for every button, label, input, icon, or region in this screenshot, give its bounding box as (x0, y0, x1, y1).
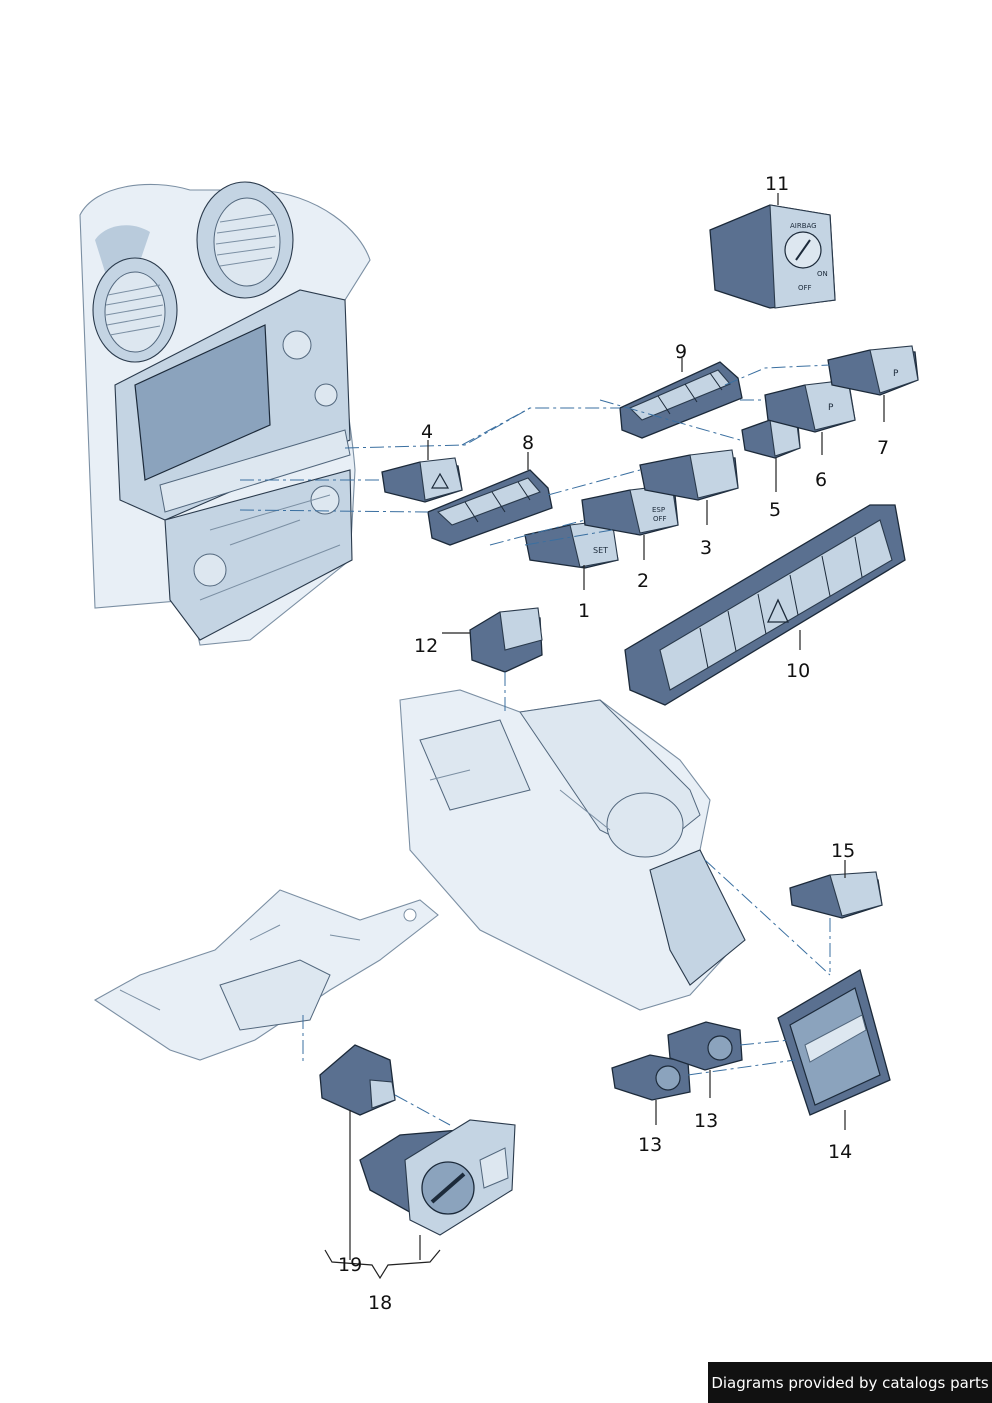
switch-1: SET (524, 519, 619, 569)
switch-frame-8 (427, 469, 553, 546)
airbag-switch-11: AIRBAG OFF ON (709, 204, 836, 309)
leader-lines (324, 193, 885, 1280)
callout-18: 18 (368, 1292, 392, 1314)
switch-7-p-label: P (893, 369, 899, 379)
thumbwheel-13b (667, 1021, 743, 1071)
center-console-tunnel (399, 689, 746, 1011)
airbag-off-label: OFF (798, 284, 812, 292)
thumbwheel-13a (611, 1054, 691, 1101)
seat-frame-bracket (93, 889, 439, 1061)
footer-credit: Diagrams provided by catalogs parts (708, 1362, 992, 1403)
callout-14: 14 (828, 1141, 852, 1163)
callout-4: 4 (421, 421, 433, 443)
assembly-lines (239, 364, 831, 1126)
callout-8: 8 (522, 432, 534, 454)
callout-5: 5 (769, 499, 781, 521)
callout-19: 19 (338, 1254, 362, 1276)
switch-15 (789, 871, 883, 919)
airbag-on-label: ON (817, 270, 828, 278)
switch-frame-9 (619, 361, 743, 439)
switch-strip-10 (624, 504, 906, 706)
switch-12 (469, 607, 543, 673)
callout-labels: 1 2 3 4 5 6 7 8 9 10 11 12 13 13 14 15 1… (338, 173, 889, 1314)
callout-12: 12 (414, 635, 438, 657)
switch-6: P (764, 379, 856, 433)
callout-7: 7 (877, 437, 889, 459)
callout-10: 10 (786, 660, 810, 682)
callout-11: 11 (765, 173, 789, 195)
switch-19 (319, 1044, 396, 1116)
callout-1: 1 (578, 600, 590, 622)
callout-13b: 13 (694, 1110, 718, 1132)
callout-3: 3 (700, 537, 712, 559)
airbag-label: AIRBAG (790, 222, 817, 230)
callout-9: 9 (675, 341, 687, 363)
switch-2-off-label: OFF (653, 515, 667, 523)
switch-2-esp-label: ESP (652, 506, 665, 514)
switch-2: ESP OFF (581, 484, 679, 536)
callout-13a: 13 (638, 1134, 662, 1156)
dashboard-center-console (79, 181, 371, 646)
switch-1-set-label: SET (593, 546, 608, 555)
switch-4 (381, 457, 463, 503)
callout-15: 15 (831, 840, 855, 862)
callout-6: 6 (815, 469, 827, 491)
switch-7: P (827, 345, 919, 396)
callout-2: 2 (637, 570, 649, 592)
switch-panel-14 (777, 969, 891, 1116)
switch-6-p-label: P (828, 403, 834, 413)
switch-3 (639, 449, 739, 501)
light-switch-18 (359, 1119, 516, 1236)
